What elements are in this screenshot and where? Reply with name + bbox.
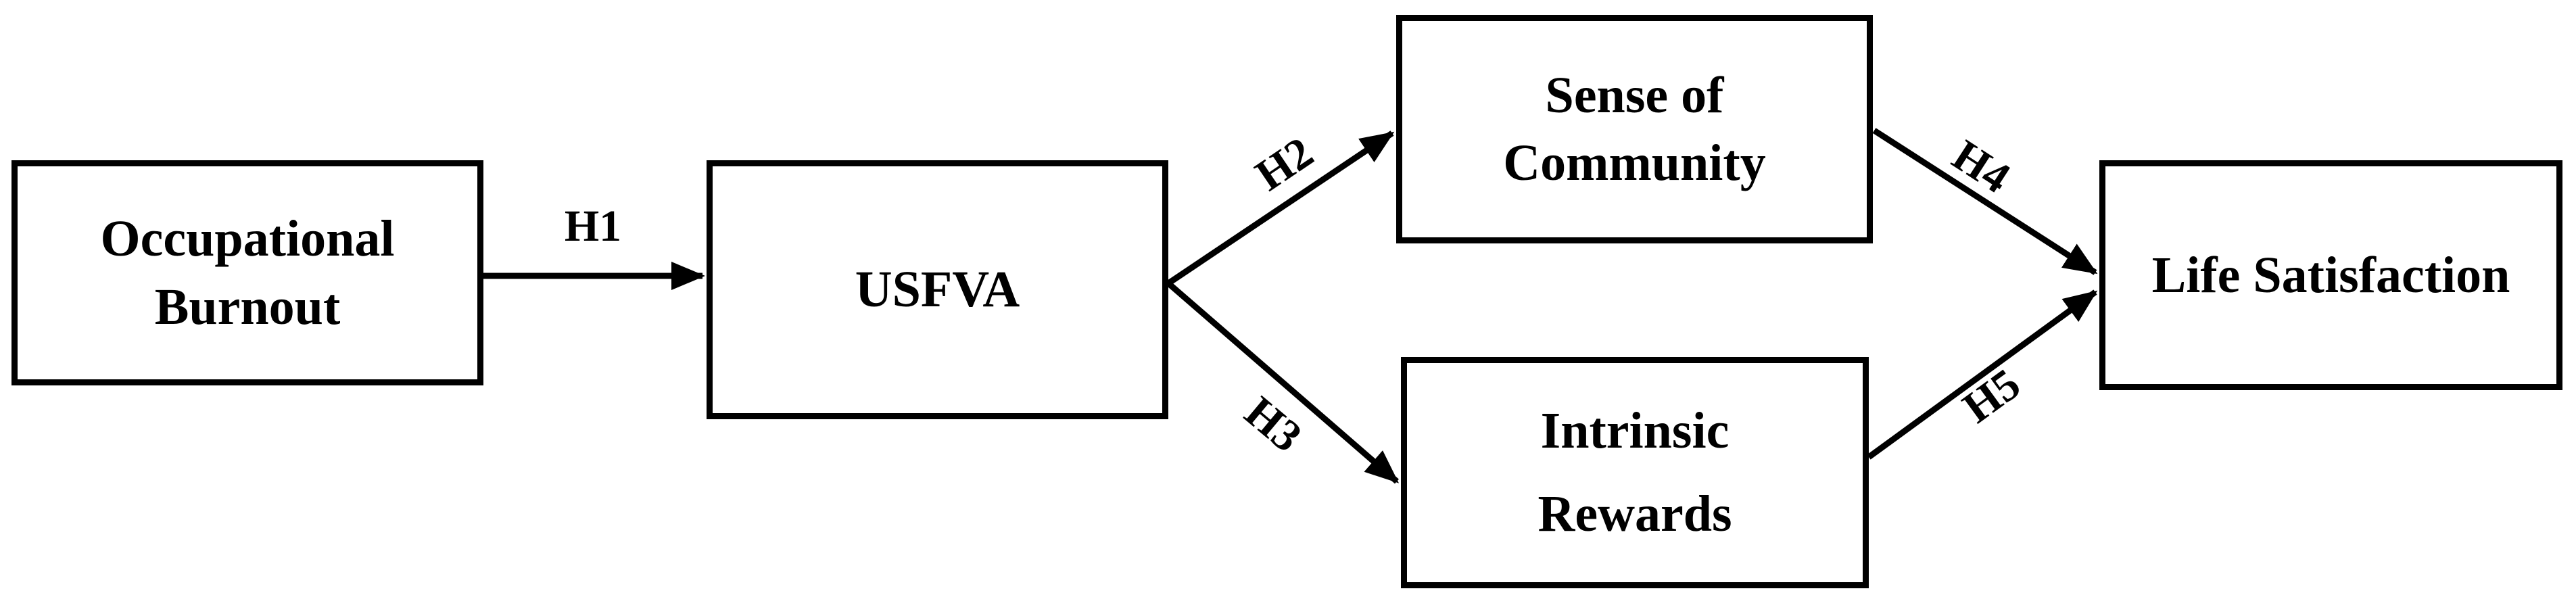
node-sense-of-community: Sense of Community [1396,15,1873,243]
node-usfva-label: USFVA [855,261,1020,318]
node-usfva: USFVA [707,160,1168,419]
arrow-h2 [1166,131,1395,286]
arrow-h4 [1872,128,2098,275]
arrow-h3 [1166,281,1400,484]
node-intrinsic-rewards-label-line1: Intrinsic [1540,402,1730,459]
node-occupational-burnout-label-line2: Burnout [154,278,341,335]
node-occupational-burnout: Occupational Burnout [11,160,483,385]
node-sense-of-community-label-line2: Community [1503,135,1766,191]
node-life-satisfaction: Life Satisfaction [2099,160,2562,390]
edge-label-h1: H1 [564,201,622,251]
node-intrinsic-rewards-label-line2: Rewards [1537,485,1732,542]
node-occupational-burnout-label-line1: Occupational [100,210,395,268]
node-life-satisfaction-label: Life Satisfaction [2151,246,2510,304]
node-intrinsic-rewards: Intrinsic Rewards [1401,357,1869,588]
arrow-h5 [1867,289,2098,460]
node-sense-of-community-label-line1: Sense of [1545,66,1724,124]
